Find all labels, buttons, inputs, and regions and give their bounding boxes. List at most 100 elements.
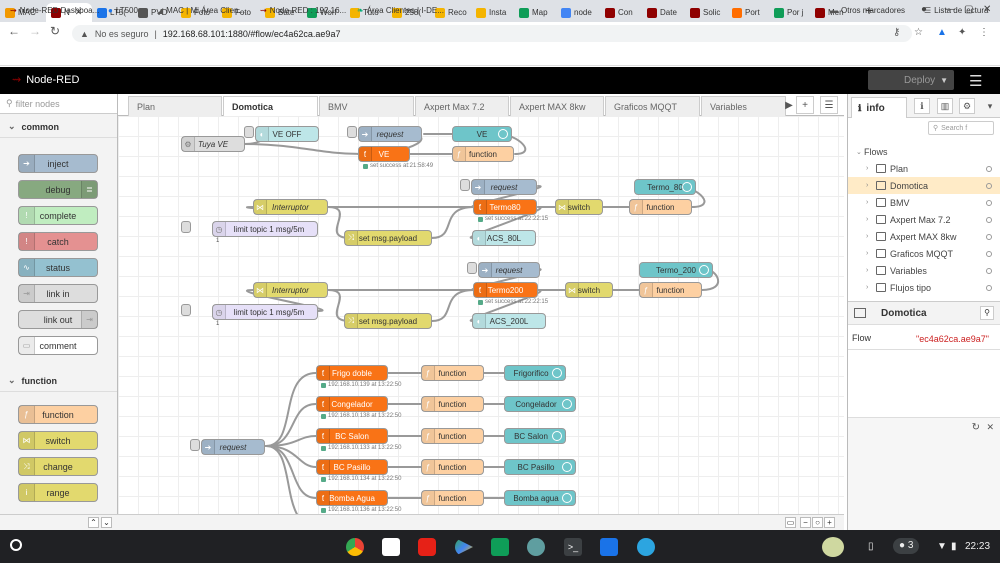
request-node[interactable]: ➔request <box>471 179 537 195</box>
palette-node-complete[interactable]: !complete <box>18 206 98 225</box>
zoom-reset-button[interactable]: ○ <box>812 517 823 528</box>
url-text[interactable]: 192.168.68.101:1880/#flow/ec4a62ca.ae9a7 <box>162 28 341 39</box>
switch-node[interactable]: ⋈switch <box>555 199 603 215</box>
browser-tab[interactable]: Solic <box>685 3 727 22</box>
inject-button[interactable] <box>467 262 477 274</box>
browser-tab[interactable]: Map <box>514 3 556 22</box>
list-flows-button[interactable]: ☰ <box>820 96 838 114</box>
bc-pasillo-gauge-node[interactable]: BC Pasillo <box>504 459 576 475</box>
bomba-gauge-node[interactable]: Bomba agua <box>504 490 576 506</box>
inject-button[interactable] <box>181 221 191 233</box>
close-window-button[interactable]: ✕ <box>983 4 992 15</box>
tab-domotica[interactable]: Domotica <box>223 96 318 117</box>
tab-graficos-mqqt[interactable]: Graficos MQQT <box>605 96 700 116</box>
inject-button[interactable] <box>244 126 254 138</box>
zoom-out-button[interactable]: − <box>800 517 811 528</box>
filter-nodes-input[interactable]: ⚲filter nodes <box>0 94 117 114</box>
terminal-icon[interactable]: >_ <box>564 538 582 556</box>
files-icon[interactable] <box>600 538 618 556</box>
flows-header[interactable]: ⌄Flows <box>856 146 888 157</box>
drive-icon[interactable]: ▲ <box>937 27 947 38</box>
navigator-icon[interactable]: ▭ <box>785 517 796 528</box>
request-node[interactable]: ➔request <box>201 439 265 455</box>
palette-node-status[interactable]: ∿status <box>18 258 98 277</box>
palette-category-common[interactable]: ⌄common <box>0 116 117 138</box>
browser-tab[interactable]: Bate <box>260 3 302 22</box>
bookmark-2[interactable]: ◢MAC | Mi Área Clien... <box>157 6 246 15</box>
reading-list[interactable]: ☰Lista de lectura <box>924 6 989 15</box>
bookmark-4[interactable]: ❧Área Clientes | I-DE... <box>357 6 444 15</box>
frigorifico-gauge-node[interactable]: Frigorifico <box>504 365 566 381</box>
palette-category-function[interactable]: ⌄function <box>0 370 117 392</box>
flow-item[interactable]: ›BMV <box>848 194 1000 211</box>
browser-tab[interactable]: Foto <box>217 3 259 22</box>
browser-tab[interactable]: Por j <box>769 3 811 22</box>
set-payload-node[interactable]: ⤨set msg.payload <box>344 230 432 246</box>
sidebar-dropdown-icon[interactable]: ▾ <box>987 100 993 111</box>
browser-tab[interactable]: Men <box>810 3 852 22</box>
palette-node-switch[interactable]: ⋈switch <box>18 431 98 450</box>
browser-tab[interactable]: Date <box>642 3 684 22</box>
key-icon[interactable]: ⚷ <box>893 27 901 38</box>
new-tab-button[interactable]: + <box>865 2 874 18</box>
bc-salon-gauge-node[interactable]: BC Salon <box>504 428 566 444</box>
flow-item[interactable]: ›Graficos MQQT <box>848 245 1000 262</box>
flow-item[interactable]: ›Axpert Max 7.2 <box>848 211 1000 228</box>
expand-all-icon[interactable]: ⌄ <box>101 517 112 528</box>
inject-button[interactable] <box>190 439 200 451</box>
forward-button[interactable]: → <box>29 24 41 38</box>
bookmark-0[interactable]: ⇝Node-RED Dashboa... <box>10 6 100 15</box>
chrome-icon[interactable] <box>346 538 364 556</box>
reload-button[interactable]: ↻ <box>50 24 61 38</box>
collapse-all-icon[interactable]: ⌃ <box>88 517 99 528</box>
acs80-node[interactable]: ◐ACS_80L <box>472 230 536 246</box>
info-tab-icon[interactable]: ℹ <box>914 98 930 114</box>
back-button[interactable]: ← <box>8 24 20 38</box>
palette-node-change[interactable]: ⤨change <box>18 457 98 476</box>
browser-tab[interactable]: LT5( <box>92 3 134 22</box>
weather-icon[interactable] <box>527 538 545 556</box>
tab-axpert-max-8kw[interactable]: Axpert MAX 8kw <box>510 96 604 116</box>
telegram-icon[interactable] <box>637 538 655 556</box>
bookmark-3[interactable]: ⇝Node-RED : 192.16... <box>260 6 347 15</box>
palette-node-inject[interactable]: ➔inject <box>18 154 98 173</box>
browser-tab[interactable]: PVD <box>133 3 175 22</box>
acs200-node[interactable]: ◐ACS_200L <box>472 313 546 329</box>
browser-tab[interactable]: node <box>556 3 598 22</box>
youtube-icon[interactable] <box>418 538 436 556</box>
other-bookmarks[interactable]: ▬Otros marcadores <box>830 6 906 15</box>
palette-node-link-in[interactable]: ⇥link in <box>18 284 98 303</box>
notification-badge[interactable]: ● 3 <box>893 538 920 554</box>
inject-button[interactable] <box>347 126 357 138</box>
interruptor-node[interactable]: ⋈Interruptor <box>253 282 328 298</box>
close-tab-icon[interactable]: ✕ <box>74 7 83 17</box>
deploy-dropdown-icon[interactable]: ▼ <box>940 75 948 85</box>
add-flow-button[interactable]: + <box>796 96 814 114</box>
profile-icon[interactable]: ● <box>921 4 928 15</box>
request-node[interactable]: ➔request <box>358 126 422 142</box>
flow-item[interactable]: ›Variables <box>848 262 1000 279</box>
clock-time[interactable]: 22:23 <box>965 541 991 552</box>
tab-axpert-max-7.2[interactable]: Axpert Max 7.2 <box>415 96 509 116</box>
sheets-icon[interactable] <box>491 538 509 556</box>
extensions-icon[interactable]: ✦ <box>958 27 967 38</box>
search-icon[interactable]: ⚲ <box>980 306 994 320</box>
more-menu-icon[interactable]: ⋮ <box>979 27 989 38</box>
request-node[interactable]: ➔request <box>478 262 540 278</box>
play-store-icon[interactable] <box>455 538 473 556</box>
